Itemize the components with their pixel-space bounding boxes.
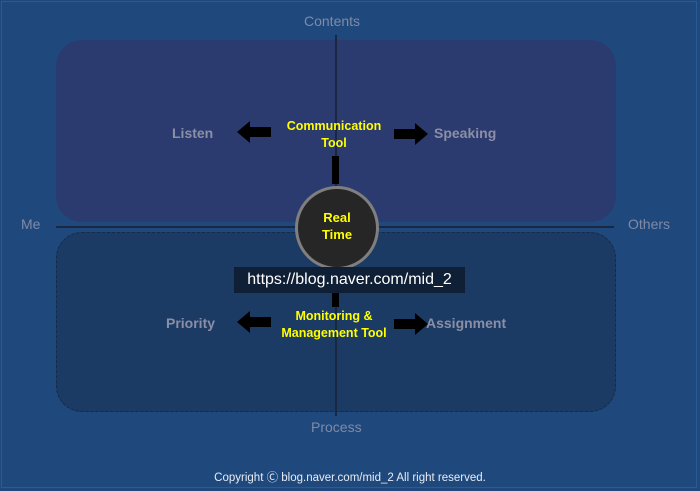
quadrant-label-top-right: Speaking (434, 125, 497, 141)
arrow-right-icon (394, 313, 428, 335)
connector-bottom (332, 285, 339, 307)
connector-top (332, 156, 339, 184)
quadrant-label-top-left: Listen (172, 125, 214, 141)
monitoring-tool-label: Monitoring & Management Tool (272, 308, 396, 342)
copyright-text: Copyright Ⓒ blog.naver.com/mid_2 All rig… (214, 472, 486, 484)
monitoring-tool-line2: Management Tool (281, 326, 387, 340)
axis-label-top: Contents (304, 13, 361, 29)
arrow-left-icon (237, 311, 271, 333)
center-label-line2: Time (321, 227, 353, 242)
axis-label-bottom: Process (311, 419, 362, 435)
communication-tool-label: Communication Tool (274, 118, 394, 152)
arrow-left-icon (237, 121, 271, 143)
axis-label-right: Others (628, 216, 671, 232)
watermark-url: https://blog.naver.com/mid_2 (234, 267, 465, 293)
quadrant-label-bottom-left: Priority (166, 315, 216, 331)
center-label: Real Time (295, 209, 379, 243)
communication-tool-line2: Tool (321, 136, 347, 150)
quadrant-label-bottom-right: Assignment (426, 315, 507, 331)
monitoring-tool-line1: Monitoring & (295, 309, 373, 323)
axis-label-left: Me (21, 216, 41, 232)
communication-tool-line1: Communication (286, 119, 382, 133)
arrow-right-icon (394, 123, 428, 145)
center-label-line1: Real (323, 210, 351, 225)
